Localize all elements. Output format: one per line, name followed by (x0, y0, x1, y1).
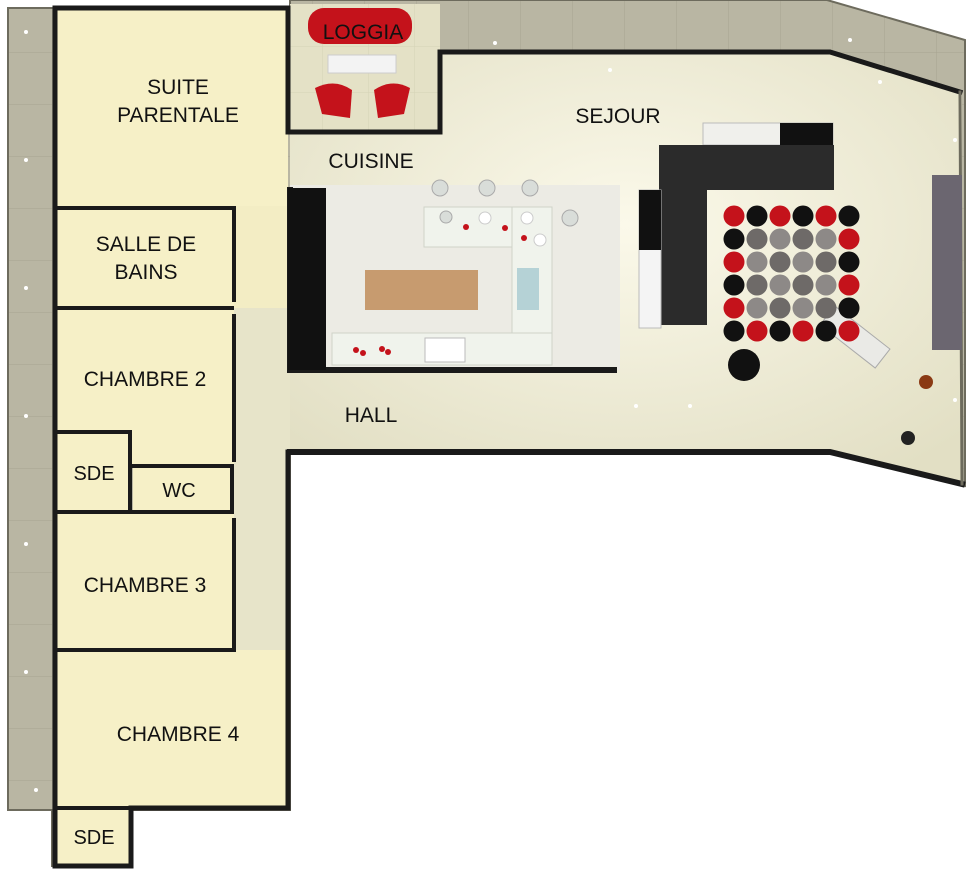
rug-dot (723, 228, 745, 250)
rug-dot (746, 251, 768, 273)
sde-2-floor (55, 809, 131, 865)
chambre-4-floor (57, 650, 288, 807)
label-chambre-3: CHAMBRE 3 (84, 574, 207, 597)
rug-dot (723, 320, 745, 342)
label-wc: WC (162, 480, 195, 502)
label-chambre-4: CHAMBRE 4 (117, 723, 240, 746)
label-sejour: SEJOUR (575, 105, 660, 128)
corridor-top-floor (234, 206, 288, 308)
label-sde-1: SDE (73, 463, 114, 485)
rug-dot (792, 320, 814, 342)
rug-dot (815, 228, 837, 250)
label-salle-de-bains-line2: BAINS (114, 261, 177, 284)
label-loggia: LOGGIA (323, 21, 404, 44)
kitchen-furniture (288, 179, 579, 370)
rug-dot (723, 274, 745, 296)
corridor-floor (234, 306, 290, 650)
rug-dot (815, 320, 837, 342)
rug-dot (838, 297, 860, 319)
rug-dot (769, 320, 791, 342)
rug-dot (769, 251, 791, 273)
rug-dot (838, 228, 860, 250)
rug-dot (769, 297, 791, 319)
rug-dot (746, 228, 768, 250)
rug-dot (769, 228, 791, 250)
label-chambre-2: CHAMBRE 2 (84, 368, 207, 391)
rug-dot (838, 274, 860, 296)
rug-dot (746, 274, 768, 296)
rug-dot (792, 251, 814, 273)
rug-dot (838, 205, 860, 227)
rug-dot (815, 251, 837, 273)
rug-dot (815, 205, 837, 227)
rug-dot (723, 251, 745, 273)
label-suite-parentale-line1: SUITE (147, 76, 209, 99)
checker-rug (723, 205, 860, 342)
rug-dot (838, 251, 860, 273)
rug-dot (838, 320, 860, 342)
rug-dot (746, 297, 768, 319)
salle-de-bains-floor (57, 208, 234, 306)
rug-dot (792, 228, 814, 250)
label-hall: HALL (345, 404, 398, 427)
loggia-furniture (308, 8, 412, 118)
rug-dot (746, 205, 768, 227)
rug-dot (792, 274, 814, 296)
rug-dot (723, 205, 745, 227)
rug-dot (815, 297, 837, 319)
label-cuisine: CUISINE (328, 150, 413, 173)
rug-dot (815, 274, 837, 296)
ceiling-lights (24, 30, 957, 792)
rug-dot (792, 205, 814, 227)
rug-dot (746, 320, 768, 342)
sde-1-floor (57, 432, 130, 512)
label-sde-2: SDE (73, 827, 114, 849)
label-salle-de-bains-line1: SALLE DE (96, 233, 196, 256)
rug-dot (723, 297, 745, 319)
chambre-3-floor (57, 514, 234, 650)
suite-parentale-floor (55, 6, 288, 208)
rug-dot (769, 205, 791, 227)
rug-dot (769, 274, 791, 296)
rug-dot (792, 297, 814, 319)
wc-floor (133, 466, 232, 512)
label-suite-parentale-line2: PARENTALE (117, 104, 239, 127)
